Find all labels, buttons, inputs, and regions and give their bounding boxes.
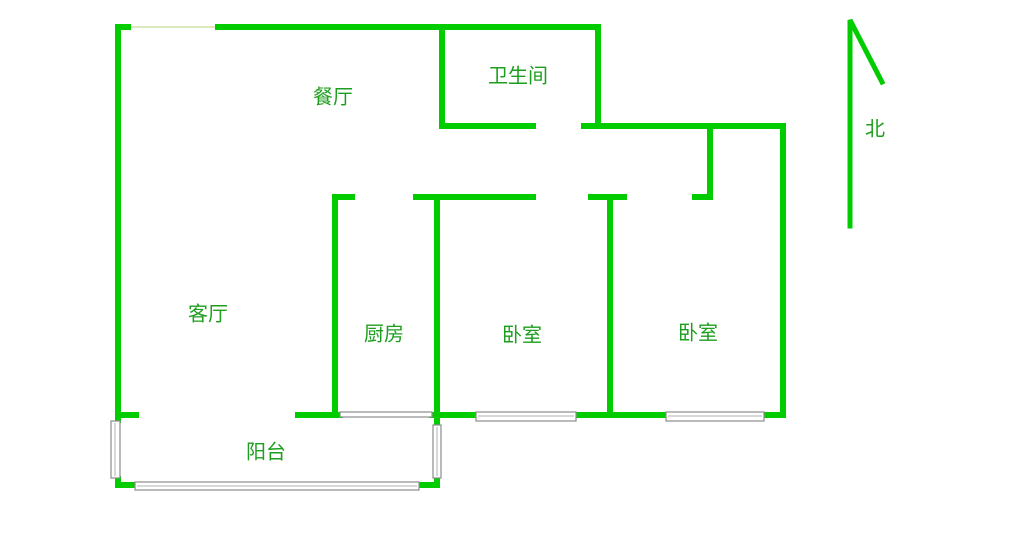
wall-right-outer (581, 123, 786, 418)
label-bathroom: 卫生间 (488, 64, 548, 88)
label-bedroom-2: 卧室 (678, 321, 718, 345)
label-bedroom-1: 卧室 (502, 323, 542, 347)
label-dining: 餐厅 (313, 85, 353, 109)
wall-bedroom2-closet (692, 123, 713, 200)
wall-balcony-bottom-left (115, 476, 138, 488)
wall-bathroom-left (439, 24, 536, 129)
label-kitchen: 厨房 (364, 322, 404, 346)
wall-balcony-bottom-right (416, 475, 440, 488)
north-compass: 北 (847, 18, 886, 229)
label-living: 客厅 (188, 302, 228, 326)
north-arrow-icon (847, 18, 886, 229)
label-north: 北 (865, 117, 885, 141)
window-kitchen (339, 411, 433, 418)
label-balcony: 阳台 (246, 440, 286, 464)
wall-kitchen-left (332, 194, 355, 418)
windows (110, 411, 765, 491)
walls (115, 24, 786, 488)
